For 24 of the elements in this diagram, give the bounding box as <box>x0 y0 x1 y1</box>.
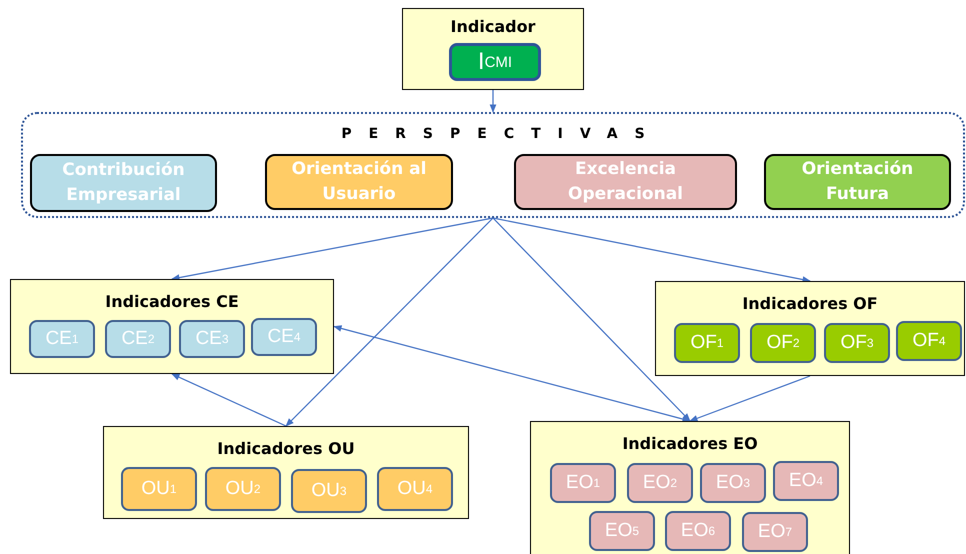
indicator-group-box <box>530 421 850 554</box>
indicator-group-box <box>103 426 469 519</box>
indicator-group-box <box>402 8 584 90</box>
arrow <box>492 217 811 283</box>
perspectives-band <box>21 112 965 218</box>
arrow <box>492 218 691 422</box>
perspective-box: Contribución Empresarial <box>30 154 217 212</box>
band-title: PERSPECTIVAS <box>340 126 662 142</box>
arrow <box>490 90 496 113</box>
perspective-box: Excelencia Operacional <box>514 154 737 210</box>
arrow <box>171 373 286 427</box>
arrow <box>689 375 810 422</box>
indicator-group-box <box>655 281 965 376</box>
arrow <box>285 218 494 427</box>
group-title: Indicadores OU <box>217 439 355 458</box>
arrow <box>171 217 494 281</box>
perspective-box: Orientación al Usuario <box>265 154 453 210</box>
group-title: Indicadores CE <box>105 292 239 311</box>
group-title: Indicadores OF <box>742 294 878 313</box>
indicator-group-box <box>10 279 334 374</box>
arrow <box>333 325 691 422</box>
group-title: Indicador <box>450 17 536 36</box>
group-title: Indicadores EO <box>622 434 758 453</box>
perspective-box: Orientación Futura <box>764 154 951 210</box>
